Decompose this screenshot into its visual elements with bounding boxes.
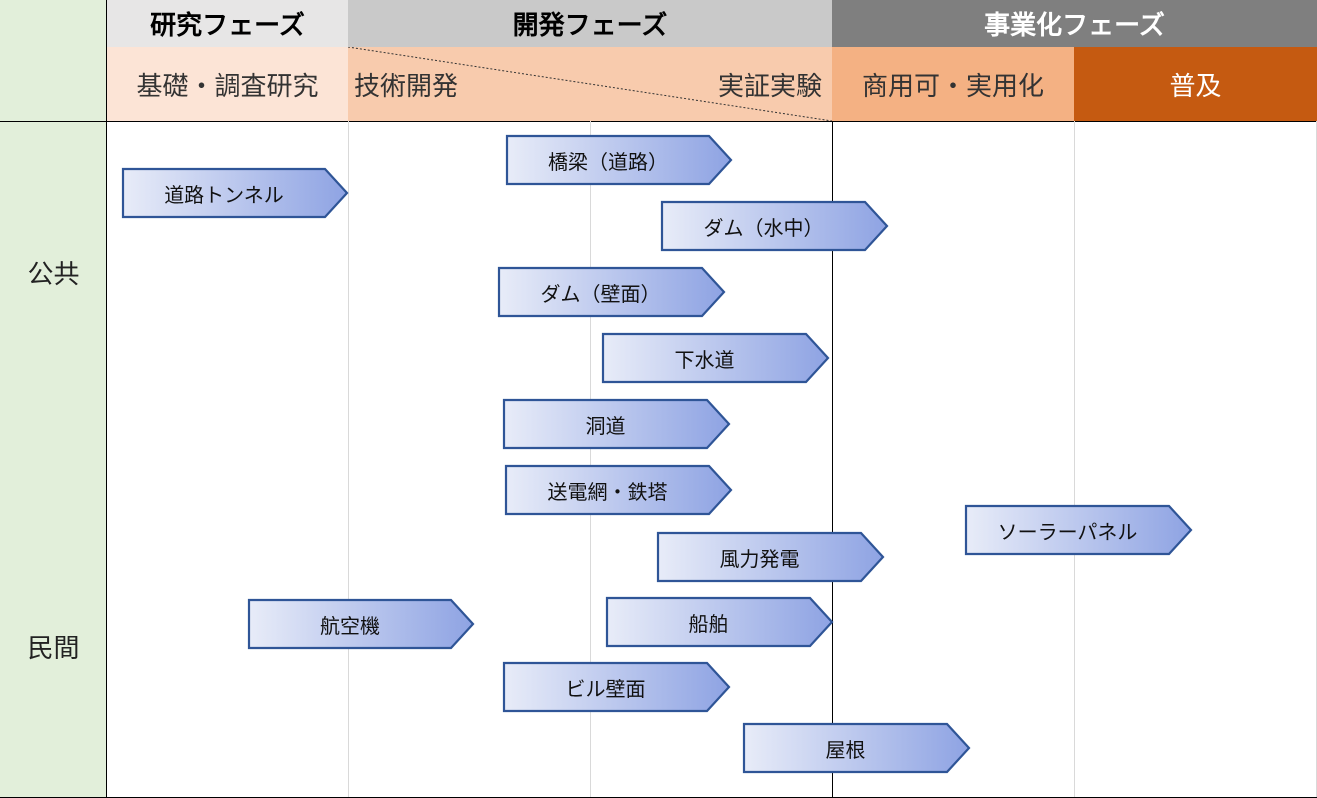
item-arrow-power-grid: 送電網・鉄塔 xyxy=(504,464,733,516)
item-arrow-utility-tunnel: 洞道 xyxy=(502,398,731,450)
item-arrow-road-tunnel: 道路トンネル xyxy=(121,167,349,219)
phase-development-header: 開発フェーズ xyxy=(348,0,832,47)
arrow-shape xyxy=(964,504,1193,556)
item-arrow-wind-power: 風力発電 xyxy=(656,531,885,583)
arrow-shape xyxy=(505,134,733,186)
arrow-shape xyxy=(497,266,726,318)
arrow-shape xyxy=(121,167,349,219)
item-arrow-aircraft: 航空機 xyxy=(247,598,475,650)
grid-line-1 xyxy=(348,121,349,798)
item-arrow-building-wall: ビル壁面 xyxy=(502,661,731,713)
stage-tech-development: 技術開発 xyxy=(354,71,459,102)
arrow-shape xyxy=(502,398,731,450)
stage-basic-research: 基礎・調査研究 xyxy=(107,47,348,121)
arrow-shape xyxy=(660,200,889,252)
row-header-column xyxy=(0,0,107,798)
phase-commercial-header: 事業化フェーズ xyxy=(832,0,1317,47)
item-arrow-ship: 船舶 xyxy=(605,596,834,648)
header-bottom-border xyxy=(0,121,1317,122)
item-arrow-sewer: 下水道 xyxy=(601,332,830,384)
item-arrow-bridge: 橋梁（道路） xyxy=(505,134,733,186)
stage-practical-use: 商用可・実用化 xyxy=(832,47,1074,121)
grid-line-3 xyxy=(1074,121,1075,798)
stage-popularization: 普及 xyxy=(1074,47,1317,121)
arrow-shape xyxy=(247,598,475,650)
phase-research-header: 研究フェーズ xyxy=(107,0,348,47)
grid-line-2 xyxy=(590,121,591,798)
phase-commercial-border xyxy=(832,121,833,798)
arrow-shape xyxy=(504,464,733,516)
sidebar-border xyxy=(106,0,107,798)
stage-demonstration: 実証実験 xyxy=(717,71,822,102)
arrow-shape xyxy=(601,332,830,384)
row-label-private: 民間 xyxy=(27,633,80,664)
item-arrow-dam-wall: ダム（壁面） xyxy=(497,266,726,318)
arrow-shape xyxy=(502,661,731,713)
item-arrow-dam-underwater: ダム（水中） xyxy=(660,200,889,252)
arrow-shape xyxy=(742,722,971,774)
stage-diagonal-divider xyxy=(348,47,832,121)
arrow-shape xyxy=(656,531,885,583)
arrow-shape xyxy=(605,596,834,648)
item-arrow-roof: 屋根 xyxy=(742,722,971,774)
item-arrow-solar-panel: ソーラーパネル xyxy=(964,504,1193,556)
row-label-public: 公共 xyxy=(27,259,80,290)
